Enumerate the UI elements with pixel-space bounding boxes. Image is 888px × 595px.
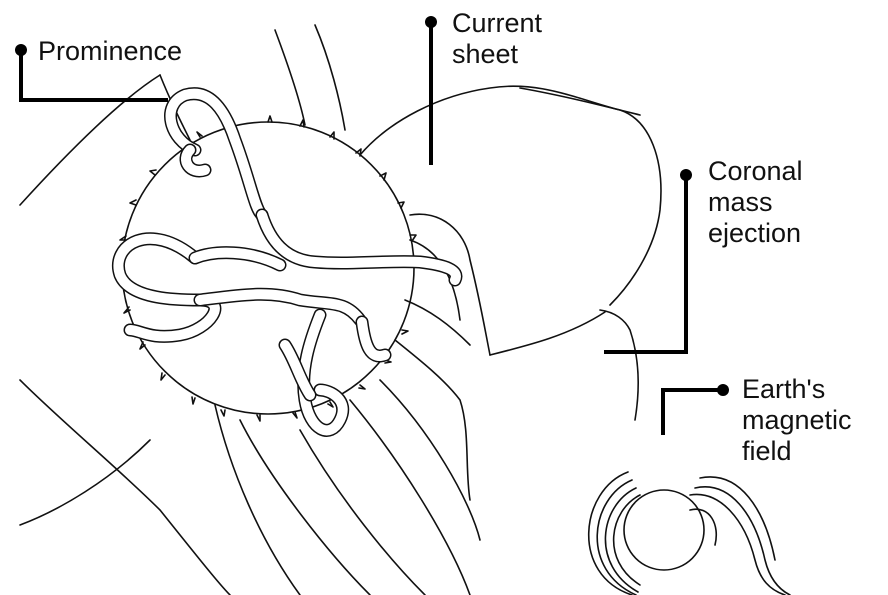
field-loops (20, 25, 480, 595)
label-current-sheet: Current sheet (452, 8, 572, 70)
leader-lines (15, 16, 729, 435)
label-prominence: Prominence (38, 36, 182, 67)
label-coronal-mass-ejection: Coronal mass ejection (708, 156, 828, 249)
cme-cloud (360, 86, 661, 500)
label-earths-magnetic-field: Earth's magnetic field (742, 374, 882, 467)
earth (589, 472, 790, 595)
prominence-tubes (118, 94, 456, 431)
